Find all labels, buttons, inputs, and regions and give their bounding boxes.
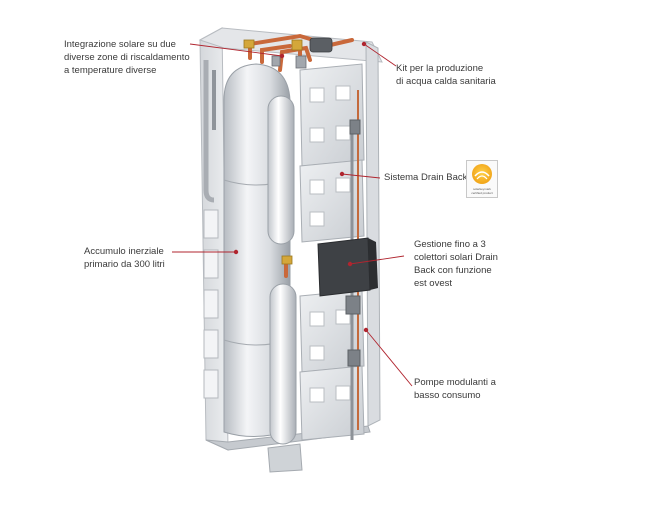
hydraulic-modules — [299, 63, 365, 441]
callout-pumps: Pompe modulanti a basso consumo — [414, 376, 496, 402]
callout-buffer-tank: Accumulo inerziale primario da 300 litri — [84, 245, 165, 271]
callout-drain-back: Sistema Drain Back — [384, 171, 467, 184]
callout-line: Kit per la produzione — [396, 63, 484, 74]
expansion-vessels — [267, 95, 297, 445]
callout-line: est ovest — [414, 278, 453, 289]
callout-line: Pompe modulanti a — [414, 377, 496, 388]
pipe-fittings — [243, 37, 333, 265]
callout-line: Gestione fino a 3 — [414, 239, 486, 250]
callout-solar-integration: Integrazione solare su due diverse zone … — [64, 38, 190, 77]
callout-line: di acqua calda sanitaria — [396, 76, 496, 87]
callout-dots — [233, 41, 369, 333]
callout-line: colettori solari Drain — [414, 252, 498, 263]
sun-logo-icon — [472, 164, 492, 184]
solar-keymark-badge: solarkeymark certified product — [466, 160, 498, 198]
callout-line: Back con funzione — [414, 265, 492, 276]
callout-line: Accumulo inerziale — [84, 246, 164, 257]
solar-controller-box — [317, 237, 378, 297]
badge-line-2: certified product — [471, 192, 493, 195]
callout-dhw-kit: Kit per la produzione di acqua calda san… — [396, 62, 496, 88]
leader-pumps — [365, 329, 413, 387]
badge-line-1: solarkeymark — [473, 188, 491, 191]
callout-collector-management: Gestione fino a 3 colettori solari Drain… — [414, 238, 498, 290]
leader-drain-back — [341, 173, 381, 179]
callout-line: primario da 300 litri — [84, 259, 165, 270]
callout-line: diverse zone di riscaldamento — [64, 52, 190, 63]
callout-line: a temperature diverse — [64, 65, 157, 76]
leader-solar-integration — [189, 43, 283, 57]
callout-line: Integrazione solare su due — [64, 39, 176, 50]
callout-leader-lines — [172, 43, 413, 387]
callout-line: basso consumo — [414, 390, 481, 401]
leader-dhw-kit — [363, 43, 397, 67]
callout-line: Sistema Drain Back — [384, 172, 468, 183]
leader-collector-management — [349, 255, 405, 265]
